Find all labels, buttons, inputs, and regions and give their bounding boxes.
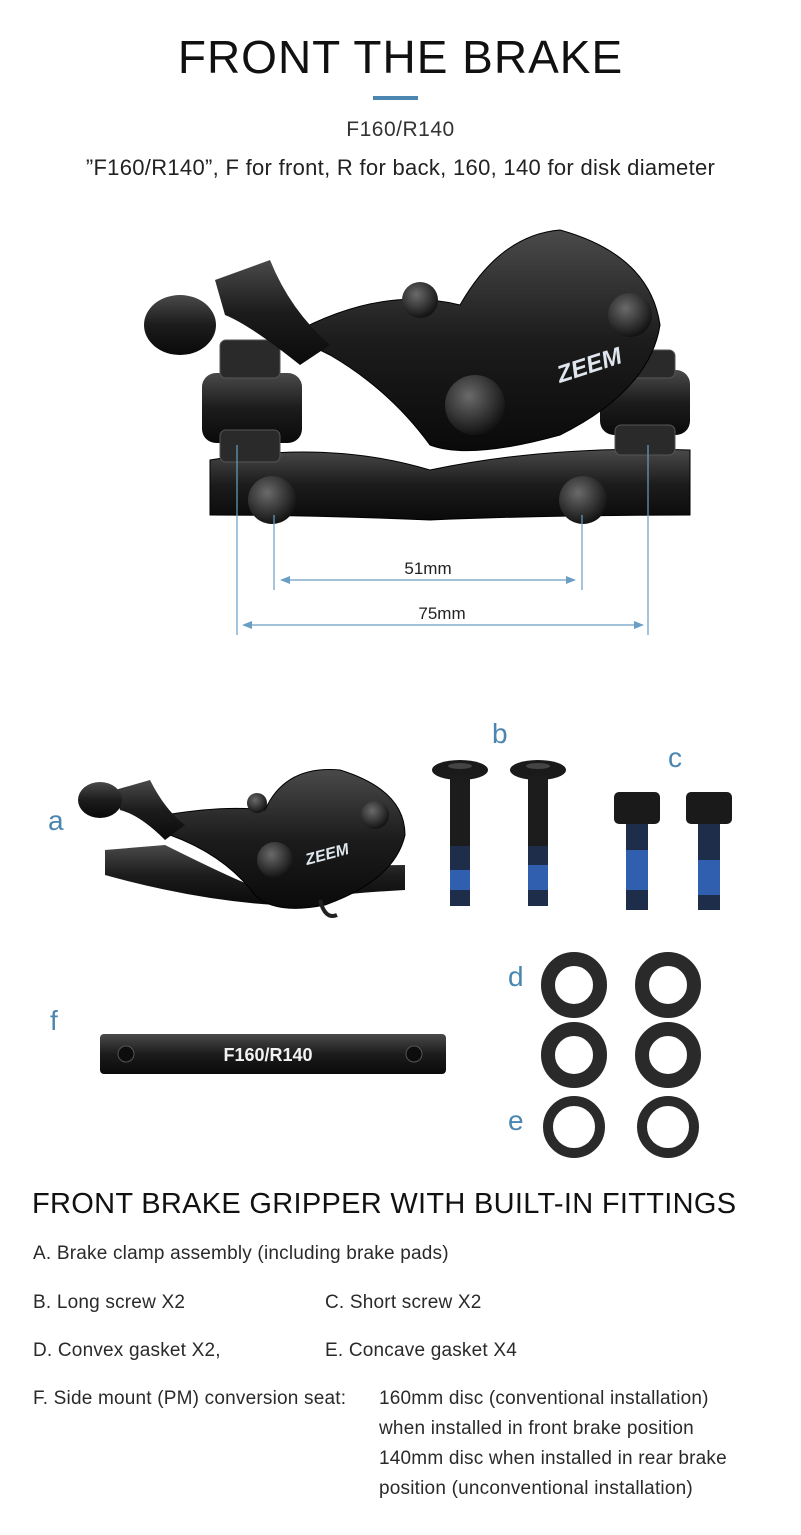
right-mount-bolt <box>559 476 607 524</box>
dimension-51mm: 51mm <box>404 559 451 578</box>
fitting-item-f-line-1: 160mm disc (conventional installation) <box>379 1388 709 1409</box>
part-f-adapter-image: F160/R140 <box>100 1034 446 1074</box>
dimension-75mm: 75mm <box>418 604 465 623</box>
model-subtitle: F160/R140 <box>346 118 455 141</box>
long-screw-2 <box>510 760 566 906</box>
fitting-item-e: E. Concave gasket X4 <box>325 1340 517 1361</box>
adapter-label: F160/R140 <box>223 1045 312 1065</box>
fitting-item-c: C. Short screw X2 <box>325 1292 482 1313</box>
concave-gasket <box>637 1096 699 1158</box>
part-d-e-gaskets-image <box>541 952 701 1158</box>
fitting-item-f-label: F. Side mount (PM) conversion seat: <box>33 1388 347 1409</box>
part-label-a: a <box>48 805 64 836</box>
fitting-item-b: B. Long screw X2 <box>33 1292 186 1313</box>
part-label-b: b <box>492 718 508 749</box>
part-label-e: e <box>508 1105 524 1136</box>
caliper-body <box>288 229 661 452</box>
left-mount-bolt <box>248 476 296 524</box>
fitting-item-f-line-3: 140mm disc when installed in rear brake <box>379 1448 727 1469</box>
concave-gasket <box>543 1096 605 1158</box>
dimension-lines <box>236 445 649 635</box>
concave-gasket <box>635 1022 701 1088</box>
part-label-d: d <box>508 961 524 992</box>
part-label-f: f <box>50 1005 58 1036</box>
center-bolt <box>445 375 505 435</box>
fitting-item-f-line-4: position (unconventional installation) <box>379 1478 693 1499</box>
fittings-title: FRONT BRAKE GRIPPER WITH BUILT-IN FITTIN… <box>32 1188 737 1220</box>
convex-gasket <box>541 952 607 1018</box>
part-b-long-screws-image <box>432 760 566 906</box>
part-label-c: c <box>668 742 682 773</box>
cable-arm <box>215 260 330 365</box>
concave-gasket <box>541 1022 607 1088</box>
fitting-item-f-line-2: when installed in front brake position <box>379 1418 694 1439</box>
convex-gasket <box>635 952 701 1018</box>
cable-stop <box>144 295 216 355</box>
long-screw-1 <box>432 760 488 906</box>
page-title: FRONT THE BRAKE <box>177 31 624 83</box>
fitting-item-a: A. Brake clamp assembly (including brake… <box>33 1243 449 1264</box>
part-c-short-screws-image <box>614 792 732 910</box>
fitting-item-d: D. Convex gasket X2, <box>33 1340 221 1361</box>
model-description: ”F160/R140”, F for front, R for back, 16… <box>85 155 716 180</box>
caliper-dimension-image: ZEEM 51mm 75mm <box>144 229 691 635</box>
title-accent-bar <box>373 96 418 100</box>
left-pad-block <box>202 373 302 443</box>
part-a-caliper-image: ZEEM <box>78 769 406 918</box>
